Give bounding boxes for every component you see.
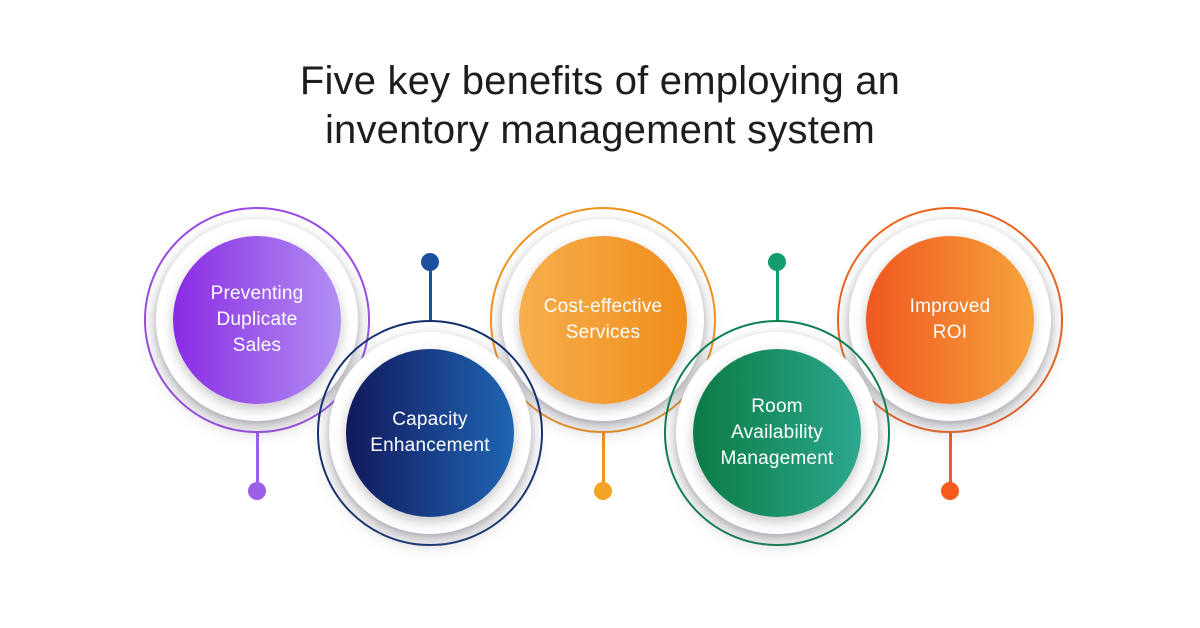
gradient-disk: Capacity Enhancement [346,349,514,517]
connector-stem [948,432,952,491]
benefit-label: Preventing Duplicate Sales [211,281,304,359]
label-line: Sales [232,335,282,356]
benefit-circle-capacity-enhancement: Capacity Enhancement [317,253,543,546]
benefit-label: Cost-effective Services [544,294,663,346]
benefit-label: Room Availability Management [721,394,834,472]
label-line: Cost-effective [543,296,663,317]
label-line: Duplicate [216,309,298,330]
benefit-circle-cost-effective-services: Cost-effective Services [490,207,716,500]
gradient-disk: Improved ROI [866,236,1034,404]
label-line: Capacity [392,409,468,430]
benefit-circle-preventing-duplicate-sales: Preventing Duplicate Sales [144,207,370,500]
outer-ring [317,320,543,546]
label-line: Preventing [210,283,304,304]
label-line: Availability [731,422,823,443]
connector-dot [768,253,786,271]
connector-stem [775,262,779,321]
benefit-circle-improved-roi: Improved ROI [837,207,1063,500]
outer-ring [490,207,716,433]
label-line: Management [720,448,834,469]
label-line: Improved [909,296,991,317]
benefit-circle-room-availability-management: Room Availability Management [664,253,890,546]
label-line: Enhancement [370,435,490,456]
connector-dot [421,253,439,271]
infographic-title: Five key benefits of employing an invent… [0,57,1200,155]
outer-ring [144,207,370,433]
connector-dot [941,482,959,500]
title-line-2: inventory management system [324,108,876,152]
connector-stem [255,432,259,491]
outer-ring [837,207,1063,433]
benefit-label: Capacity Enhancement [370,407,489,459]
label-line: Services [565,322,641,343]
title-line-1: Five key benefits of employing an [299,59,901,103]
connector-dot [594,482,612,500]
connector-stem [428,262,432,321]
gradient-disk: Cost-effective Services [519,236,687,404]
connector-dot [248,482,266,500]
outer-ring [664,320,890,546]
connector-stem [601,432,605,491]
gradient-disk: Room Availability Management [693,349,861,517]
label-line: ROI [932,322,968,343]
benefit-label: Improved ROI [910,294,991,346]
label-line: Room [751,396,803,417]
gradient-disk: Preventing Duplicate Sales [173,236,341,404]
